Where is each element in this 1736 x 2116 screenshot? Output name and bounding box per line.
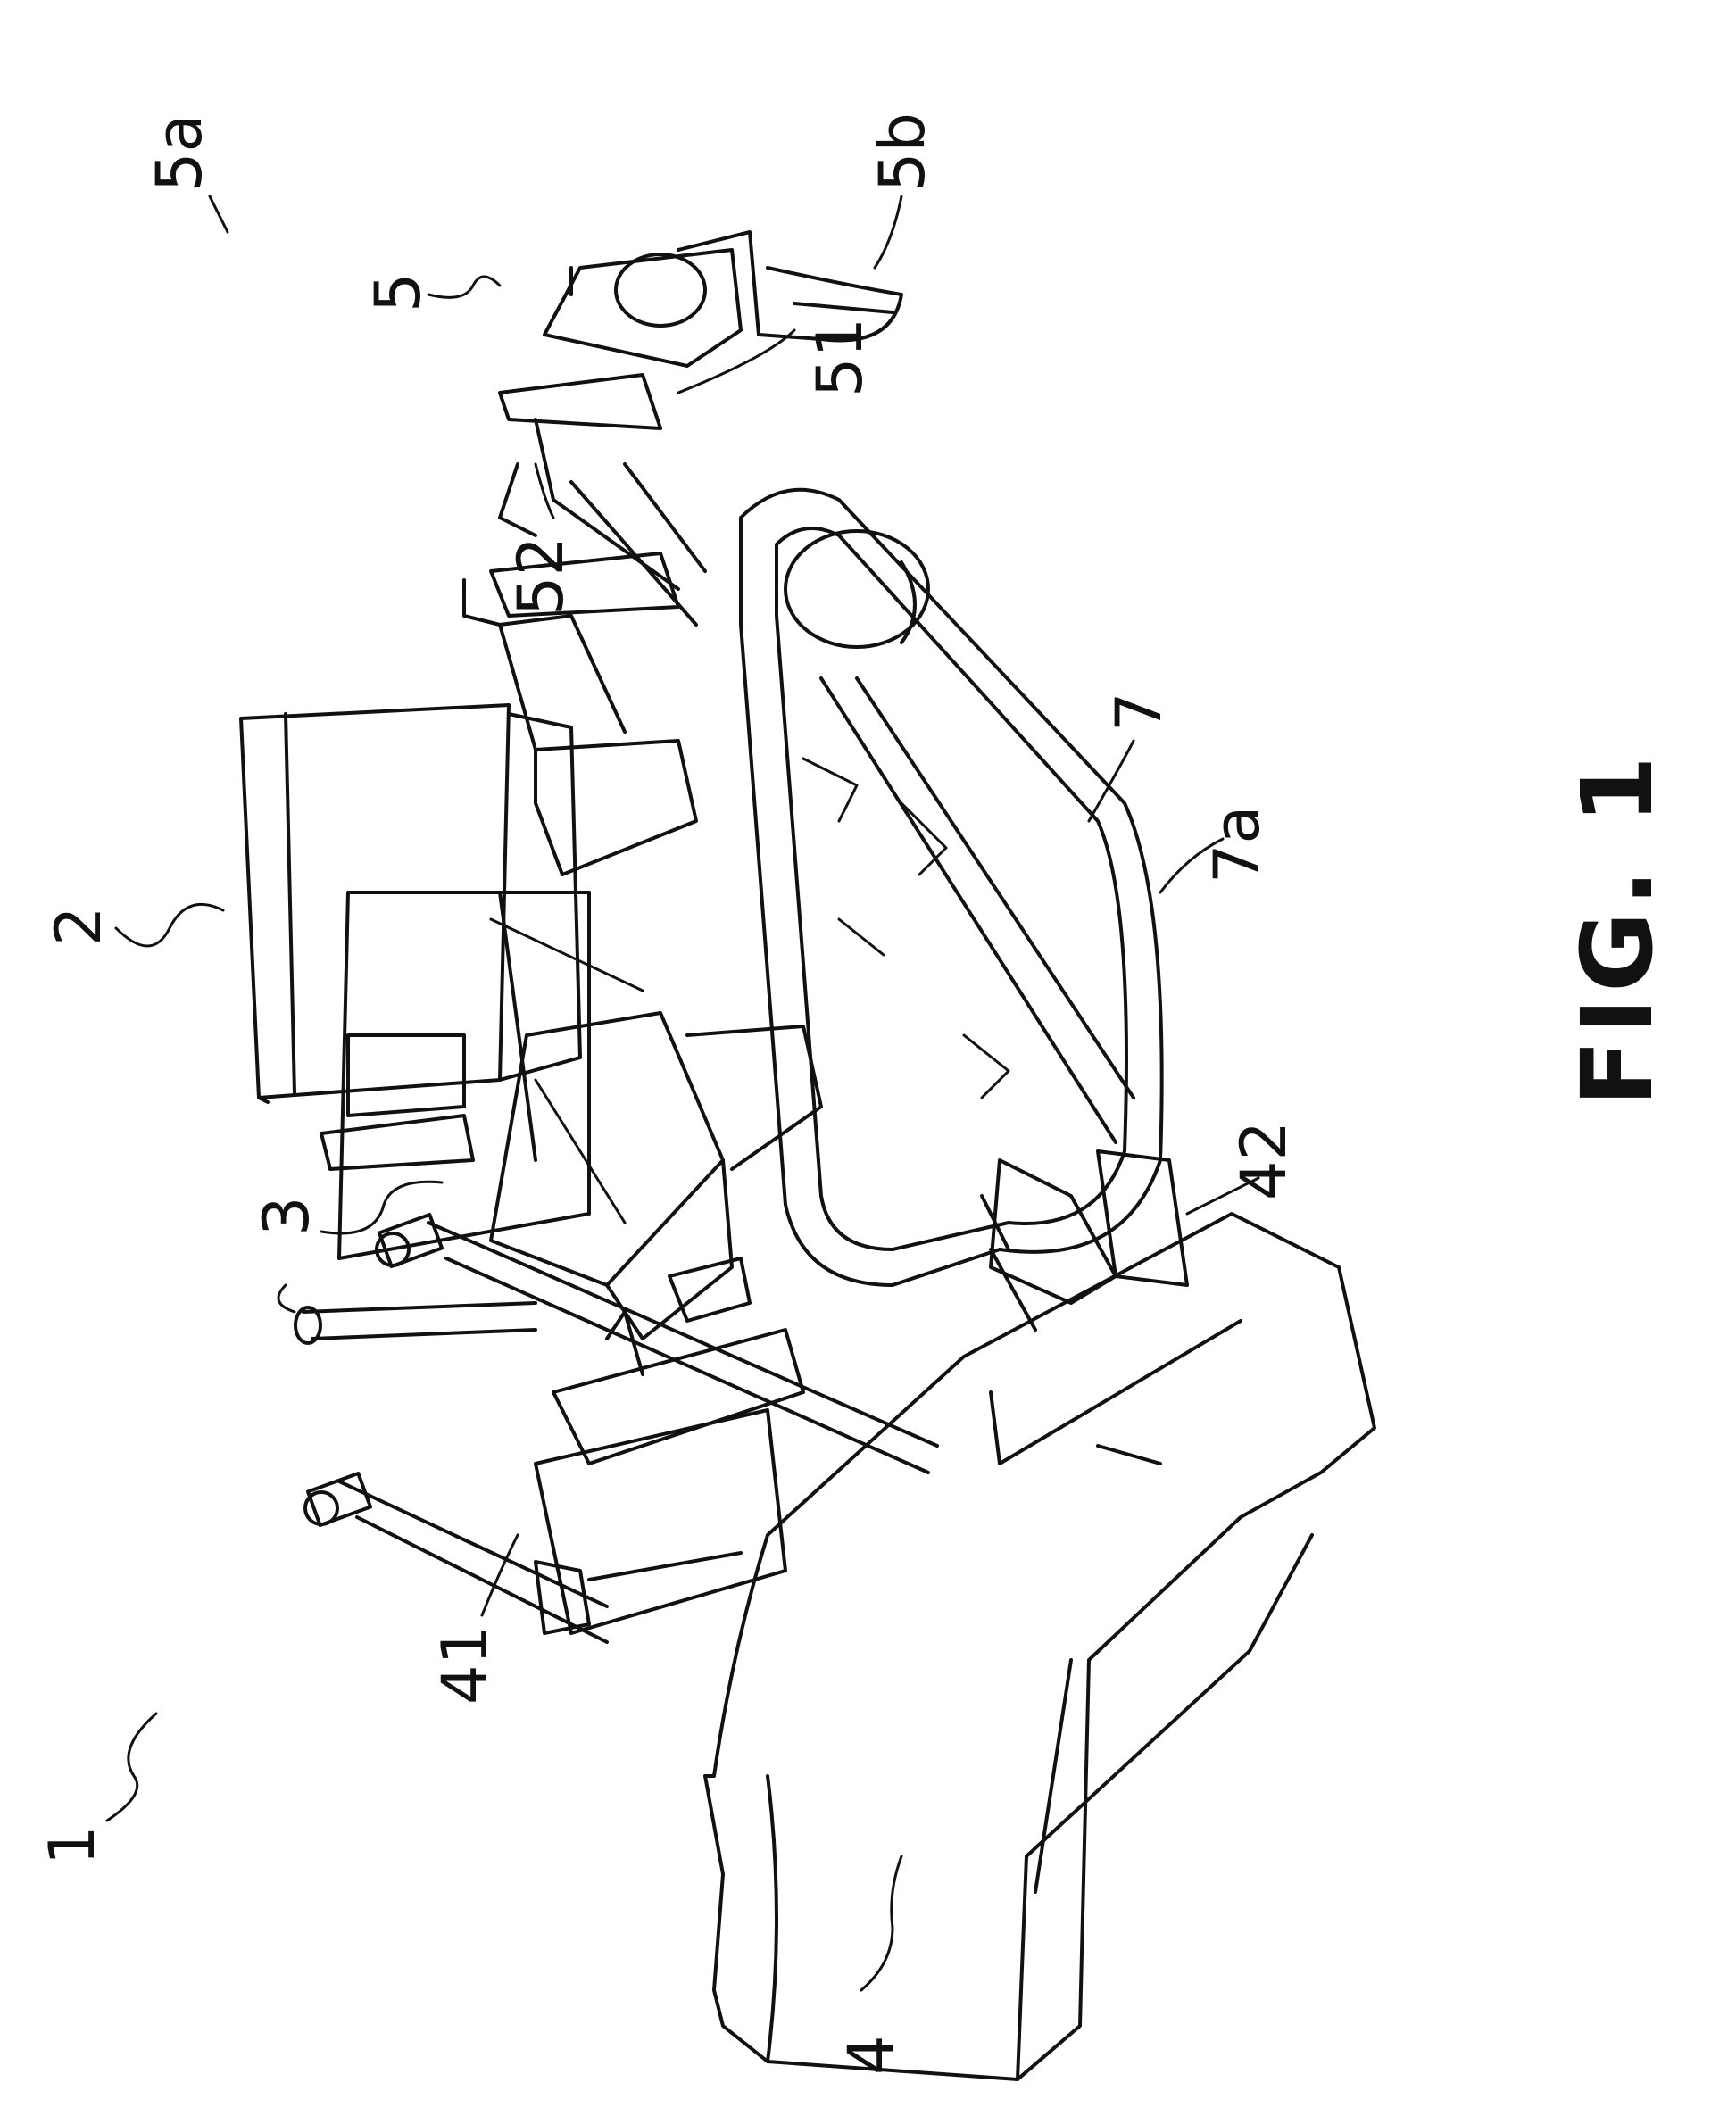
blade bbox=[705, 1214, 1375, 2079]
track-frame bbox=[741, 490, 1187, 1285]
ref-41: 41 bbox=[428, 1625, 502, 1705]
ref-7a: 7a bbox=[1200, 806, 1274, 884]
ref-2: 2 bbox=[42, 906, 115, 946]
ref-42: 42 bbox=[1227, 1121, 1300, 1200]
leader-4 bbox=[861, 1856, 901, 1990]
ref-5: 5 bbox=[361, 272, 435, 312]
leader-5 bbox=[428, 277, 500, 297]
ref-7: 7 bbox=[1102, 692, 1175, 732]
ref-5b: 5b bbox=[866, 112, 939, 192]
ref-5a: 5a bbox=[143, 114, 216, 192]
leader-41 bbox=[482, 1535, 518, 1615]
leader-2 bbox=[116, 904, 223, 946]
ref-1: 1 bbox=[36, 1825, 109, 1865]
leader-1 bbox=[107, 1714, 156, 1821]
ref-51: 51 bbox=[803, 318, 876, 397]
ref-3: 3 bbox=[250, 1196, 323, 1236]
leader-5a bbox=[210, 196, 228, 232]
ref-4: 4 bbox=[835, 2035, 908, 2075]
leader-5b bbox=[875, 196, 901, 268]
bulldozer-drawing bbox=[241, 232, 1375, 2079]
ref-52: 52 bbox=[504, 536, 577, 616]
cab bbox=[241, 705, 643, 1258]
figure-caption: FIG. 1 bbox=[1560, 751, 1674, 1107]
